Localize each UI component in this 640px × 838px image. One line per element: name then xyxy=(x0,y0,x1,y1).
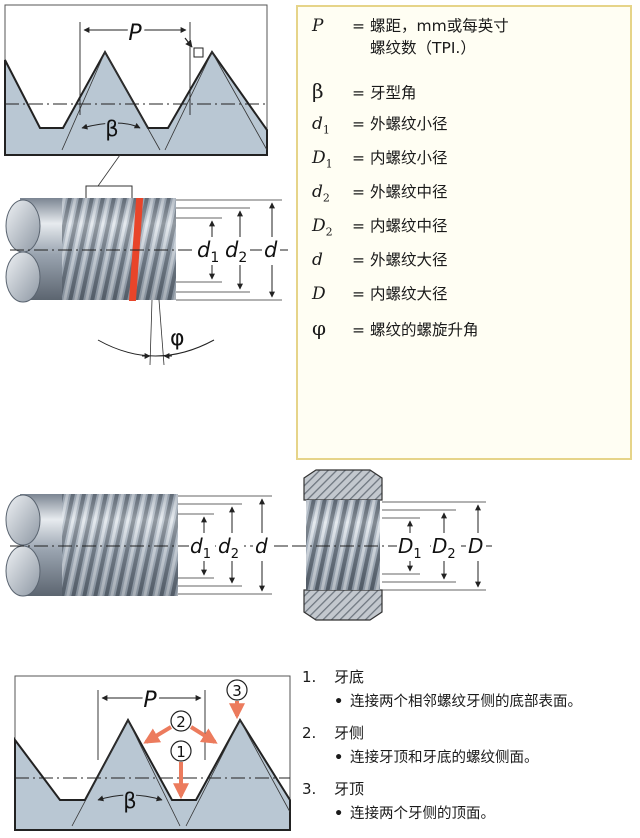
svg-text:2: 2 xyxy=(176,713,186,731)
mid-dim-d1-label: d1 xyxy=(189,533,215,562)
term-1-title: 1.牙底 xyxy=(302,668,365,686)
legend-row-D2: D2=内螺纹中径 xyxy=(312,216,448,239)
bottom-profile-shape xyxy=(14,717,291,831)
term-3-title: 3.牙顶 xyxy=(302,780,365,798)
svg-text:d1: d1 xyxy=(190,534,211,562)
symbol-legend: P=螺距，mm或每英寸 螺纹数（TPI.） β=牙型角 d1=外螺纹小径 D1=… xyxy=(296,5,632,460)
dim-d1-label: d1 xyxy=(196,237,222,266)
top-profile-shape xyxy=(4,49,268,156)
legend-row-d: d=外螺纹大径 xyxy=(312,250,448,270)
legend-row-angle: β=牙型角 xyxy=(312,79,417,103)
bottom-angle-label: β xyxy=(123,789,136,813)
callout-2: 2 xyxy=(143,710,218,744)
legend-row-lead-angle: φ=螺纹的螺旋升角 xyxy=(312,316,479,340)
dim-D-label: D xyxy=(466,533,486,561)
svg-text:d: d xyxy=(264,238,278,262)
dim-d-label: d xyxy=(262,237,280,265)
top-thread-profile: P β xyxy=(4,4,268,156)
pitch-label: P xyxy=(128,21,142,46)
svg-text:D: D xyxy=(468,534,483,558)
svg-text:d2: d2 xyxy=(218,534,239,562)
bolt-side-view: d1 d2 d φ xyxy=(5,198,290,366)
dim-d2-label: d2 xyxy=(224,237,250,266)
angle-label: β xyxy=(105,117,118,141)
svg-text:1: 1 xyxy=(176,743,186,761)
term-3-desc: •连接两个牙侧的顶面。 xyxy=(334,806,495,822)
svg-text:3: 3 xyxy=(232,682,242,700)
dim-D1-label: D1 xyxy=(397,533,427,562)
callout-1: 1 xyxy=(170,740,192,800)
bottom-thread-profile: P β xyxy=(14,675,291,831)
mid-dim-d-label: d xyxy=(253,533,271,561)
term-1-desc: •连接两个相邻螺纹牙侧的底部表面。 xyxy=(334,694,582,710)
angle-arc xyxy=(81,122,141,130)
term-2-desc: •连接牙顶和牙底的螺纹侧面。 xyxy=(334,750,539,766)
legend-row-d2: d2=外螺纹中径 xyxy=(312,182,448,205)
svg-text:d: d xyxy=(255,534,268,558)
svg-text:d2: d2 xyxy=(225,238,247,266)
dim-D2-label: D2 xyxy=(431,533,461,562)
external-thread-view: d1 d2 d xyxy=(5,494,290,597)
lead-angle-label: φ xyxy=(170,326,185,351)
legend-row-D: D=内螺纹大径 xyxy=(312,284,448,304)
bottom-pitch-label: P xyxy=(143,688,157,713)
mid-dim-d2-label: d2 xyxy=(217,533,243,562)
legend-row-pitch: P=螺距，mm或每英寸 xyxy=(312,16,509,36)
legend-row-pitch-cont: 螺纹数（TPI.） xyxy=(370,39,476,57)
legend-row-d1: d1=外螺纹小径 xyxy=(312,114,448,137)
internal-thread-view: D1 D2 D xyxy=(292,469,492,621)
svg-text:d1: d1 xyxy=(197,238,219,266)
term-2-title: 2.牙侧 xyxy=(302,724,365,742)
legend-row-D1: D1=内螺纹小径 xyxy=(312,148,448,171)
callout-3: 3 xyxy=(226,679,248,720)
svg-text:D2: D2 xyxy=(432,534,456,562)
svg-text:D1: D1 xyxy=(398,534,422,562)
